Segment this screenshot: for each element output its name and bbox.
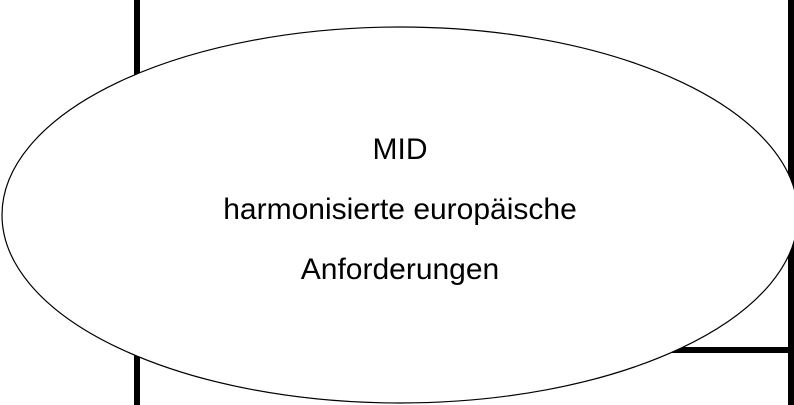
ellipse-label: MID harmonisierte europäische Anforderun…	[140, 120, 660, 300]
ellipse-label-line-1: MID	[372, 133, 428, 166]
mid-ellipse	[1, 26, 794, 404]
ellipse-label-line-2: harmonisierte europäische	[223, 193, 577, 226]
ellipse-label-line-3: Anforderungen	[300, 253, 500, 286]
